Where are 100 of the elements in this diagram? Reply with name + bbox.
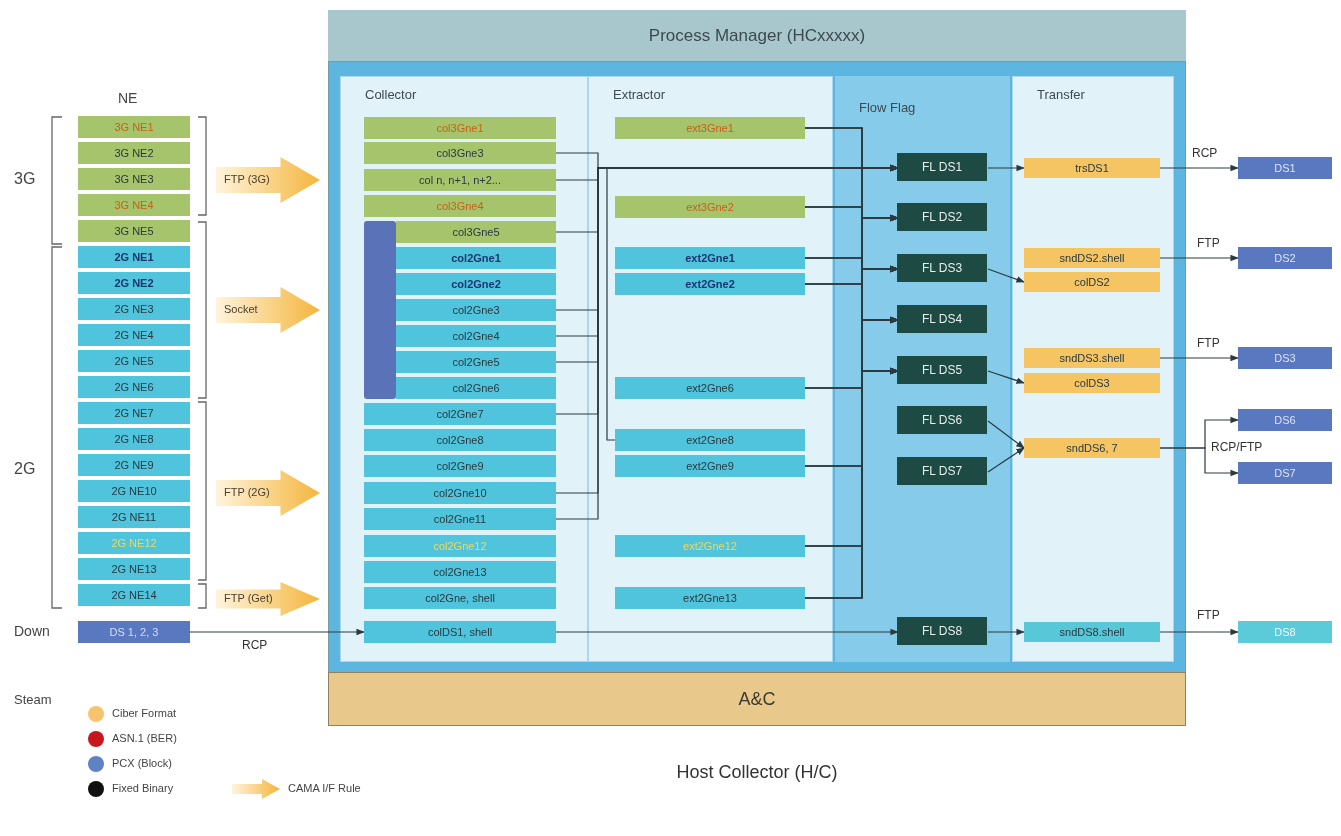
transfer-bar: sndDS8.shell (1024, 622, 1160, 642)
ne-bar: 3G NE3 (78, 168, 190, 190)
destination-bar: DS3 (1238, 347, 1332, 369)
connector-arrow (555, 628, 899, 636)
module-bar: col2Gne8 (364, 429, 556, 451)
module-bar: col3Gne3 (364, 142, 556, 164)
host-frame (328, 10, 1186, 726)
transfer-bar: colDS3 (1024, 373, 1160, 393)
module-bar: col3Gne5 (396, 221, 556, 243)
module-bar: col2Gne, shell (364, 587, 556, 609)
edge-label: FTP (1195, 608, 1222, 622)
transfer-bar: sndDS3.shell (1024, 348, 1160, 368)
module-bar: col2Gne9 (364, 455, 556, 477)
ne-bar: 3G NE2 (78, 142, 190, 164)
module-bar: col2Gne5 (396, 351, 556, 373)
flag-box: FL DS5 (897, 356, 987, 384)
connector-arrow (987, 268, 1025, 283)
panel (1012, 76, 1174, 662)
ne-bar: 3G NE4 (78, 194, 190, 216)
module-bar: col2Gne11 (364, 508, 556, 530)
ne-bar: 2G NE7 (78, 402, 190, 424)
flag-box: FL DS8 (897, 617, 987, 645)
arrow-label: FTP (2G) (224, 486, 270, 498)
ne-bar: 2G NE2 (78, 272, 190, 294)
panel-heading: Collector (365, 87, 417, 102)
destination-bar: DS8 (1238, 621, 1332, 643)
header-band: Process Manager (HCxxxxx) (328, 10, 1186, 62)
module-bar: col2Gne12 (364, 535, 556, 557)
panel (588, 76, 833, 662)
panel (835, 76, 1010, 662)
ne-bar: DS 1, 2, 3 (78, 621, 190, 643)
edge-label: RCP (1190, 146, 1220, 160)
ne-bar: 2G NE1 (78, 246, 190, 268)
module-bar: col2Gne1 (396, 247, 556, 269)
panel-heading: Extractor (613, 87, 665, 102)
flag-box: FL DS1 (897, 153, 987, 181)
edge-label: RCP/FTP (1209, 440, 1265, 454)
block-arrow (216, 470, 320, 516)
transfer-bar: sndDS6, 7 (1024, 438, 1160, 458)
ne-bar: 2G NE8 (78, 428, 190, 450)
module-bar: ext3Gne1 (615, 117, 805, 139)
connector-arrow (1159, 254, 1239, 262)
legend-label: Fixed Binary (112, 782, 174, 794)
flag-box: FL DS3 (897, 254, 987, 282)
side-label: Down (14, 623, 50, 639)
module-bar: col2Gne13 (364, 561, 556, 583)
ne-bar: 2G NE10 (78, 480, 190, 502)
panel-heading: Transfer (1037, 87, 1085, 102)
transfer-bar: trsDS1 (1024, 158, 1160, 178)
connector-arrow (987, 628, 1025, 636)
ne-bar: 3G NE5 (78, 220, 190, 242)
arrow-label: FTP (Get) (224, 592, 273, 604)
module-bar: ext2Gne12 (615, 535, 805, 557)
connector-arrow (1159, 628, 1239, 636)
connector-arrow (987, 370, 1025, 384)
destination-bar: DS7 (1238, 462, 1332, 484)
side-label: 3G (14, 170, 36, 188)
ne-bar: 2G NE6 (78, 376, 190, 398)
connector-arrow (987, 420, 1025, 449)
module-bar: ext2Gne6 (615, 377, 805, 399)
ne-bar: 2G NE14 (78, 584, 190, 606)
ne-bar: 2G NE11 (78, 506, 190, 528)
ne-bar: 2G NE4 (78, 324, 190, 346)
arrow-label: FTP (3G) (224, 173, 270, 185)
module-bar: col2Gne3 (396, 299, 556, 321)
connector-arrow (189, 628, 365, 636)
block-arrow (216, 582, 320, 616)
connector-arrow (1159, 164, 1239, 172)
flag-box: FL DS4 (897, 305, 987, 333)
module-bar: col3Gne1 (364, 117, 556, 139)
module-bar: col2Gne6 (396, 377, 556, 399)
module-bar: col n, n+1, n+2... (364, 169, 556, 191)
block-arrow (216, 287, 320, 333)
ne-bar: 2G NE9 (78, 454, 190, 476)
module-bar: col2Gne10 (364, 482, 556, 504)
ne-bar: 3G NE1 (78, 116, 190, 138)
module-bar: col2Gne4 (396, 325, 556, 347)
panel-heading: Flow Flag (859, 100, 916, 115)
module-bar: ext3Gne2 (615, 196, 805, 218)
side-label: 2G (14, 460, 36, 478)
flag-box: FL DS2 (897, 203, 987, 231)
module-bar: ext2Gne1 (615, 247, 805, 269)
transfer-bar: colDS2 (1024, 272, 1160, 292)
module-bar: ext2Gne9 (615, 455, 805, 477)
destination-bar: DS6 (1238, 409, 1332, 431)
module-bar: colDS1, shell (364, 621, 556, 643)
module-bar: ext2Gne2 (615, 273, 805, 295)
connector-arrow (987, 447, 1025, 473)
edge-label: RCP (240, 638, 270, 652)
flag-box: FL DS6 (897, 406, 987, 434)
destination-bar: DS2 (1238, 247, 1332, 269)
side-label: Steam (14, 692, 52, 707)
block-arrow (216, 157, 320, 203)
caption: Host Collector (H/C) (676, 762, 838, 783)
connector-arrow (1159, 354, 1239, 362)
module-bar: col2Gne2 (396, 273, 556, 295)
module-bar: ext2Gne13 (615, 587, 805, 609)
ne-bar: 2G NE3 (78, 298, 190, 320)
ne-bar: 2G NE12 (78, 532, 190, 554)
module-bar: col3Gne4 (364, 195, 556, 217)
